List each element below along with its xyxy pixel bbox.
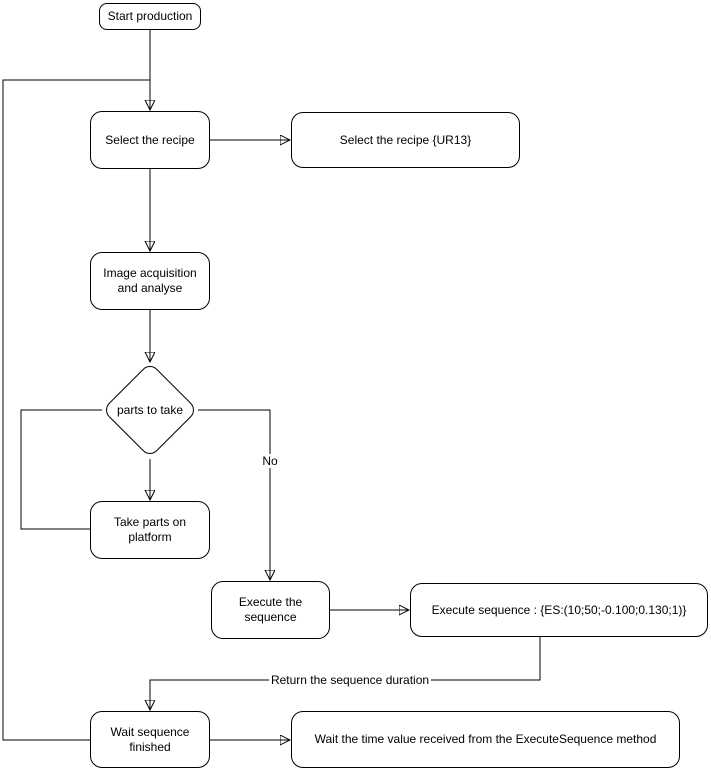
node-image-acquisition-label: Image acquisition and analyse xyxy=(103,266,197,295)
connector-decision-no-to-execute-sequence xyxy=(198,409,270,580)
edge-label-no-text: No xyxy=(262,454,278,468)
node-select-recipe-detail: Select the recipe {UR13} xyxy=(291,112,520,168)
edge-label-no: No xyxy=(260,454,280,468)
node-image-acquisition: Image acquisition and analyse xyxy=(90,252,210,310)
node-select-recipe: Select the recipe xyxy=(90,111,210,169)
node-take-parts-on-platform: Take parts on platform xyxy=(90,501,210,559)
node-execute-the-sequence: Execute the sequence xyxy=(211,581,330,639)
node-wait-time-detail: Wait the time value received from the Ex… xyxy=(291,711,680,768)
edge-label-return-sequence-duration: Return the sequence duration xyxy=(268,673,432,687)
node-wait-sequence-finished: Wait sequence finished xyxy=(90,711,210,768)
edge-label-return-text: Return the sequence duration xyxy=(270,673,430,687)
node-wait-time-detail-label: Wait the time value received from the Ex… xyxy=(314,732,657,746)
node-execute-sequence-detail-label: Execute sequence : {ES:(10;50;-0.100;0.1… xyxy=(431,602,687,617)
decision-parts-to-take: parts to take xyxy=(102,376,198,444)
node-start-production-label: Start production xyxy=(107,9,193,23)
node-wait-sequence-label: Wait sequence finished xyxy=(110,724,190,754)
node-execute-sequence-label: Execute the sequence xyxy=(238,595,303,624)
node-select-recipe-detail-label: Select the recipe {UR13} xyxy=(339,132,472,147)
connector-wait-sequence-loop-back xyxy=(2,79,150,741)
decision-parts-to-take-label: parts to take xyxy=(116,403,184,417)
node-select-recipe-label: Select the recipe xyxy=(105,132,195,147)
node-take-parts-label: Take parts on platform xyxy=(113,515,187,544)
node-execute-sequence-detail: Execute sequence : {ES:(10;50;-0.100;0.1… xyxy=(410,583,708,637)
connector-take-parts-loop-to-decision xyxy=(20,409,102,530)
node-start-production: Start production xyxy=(99,3,201,30)
